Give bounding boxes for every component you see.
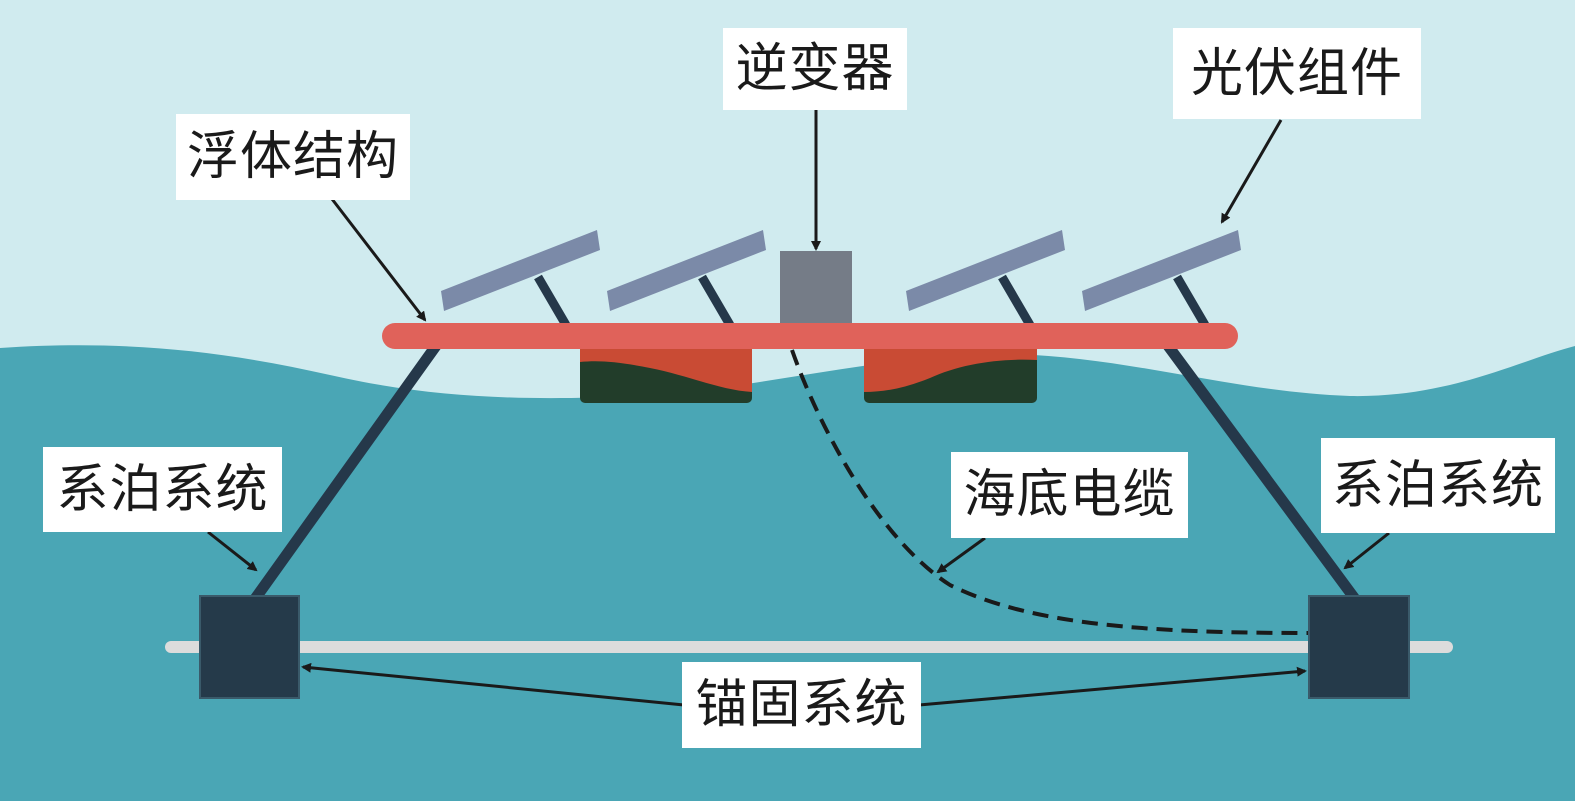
arrow-anchoring-left bbox=[301, 662, 685, 707]
label-mooring-left: 系泊系统 bbox=[43, 447, 282, 532]
arrow-mooring-right bbox=[1343, 531, 1390, 570]
arrow-float-structure bbox=[330, 198, 427, 322]
panel-support-3 bbox=[998, 274, 1034, 328]
pv-panel-4 bbox=[1082, 230, 1241, 311]
label-pv-module: 光伏组件 bbox=[1173, 28, 1421, 119]
inverter-box bbox=[780, 251, 852, 327]
label-inverter: 逆变器 bbox=[723, 28, 907, 110]
pontoon-right bbox=[864, 340, 1037, 403]
arrow-pv-module bbox=[1220, 119, 1283, 224]
subsea-cable bbox=[790, 349, 1309, 635]
label-float-structure: 浮体结构 bbox=[176, 114, 410, 200]
label-mooring-right: 系泊系统 bbox=[1321, 438, 1555, 533]
pv-panel-1 bbox=[441, 230, 600, 311]
pontoon-left bbox=[580, 340, 752, 403]
panel-support-1 bbox=[534, 274, 570, 328]
panel-support-2 bbox=[698, 274, 734, 328]
pv-panel-3 bbox=[906, 230, 1065, 311]
pv-panel-2 bbox=[607, 230, 766, 311]
float-beam bbox=[382, 323, 1238, 349]
seabed-line bbox=[165, 641, 1453, 653]
arrow-subsea-cable bbox=[936, 536, 986, 574]
label-subsea-cable: 海底电缆 bbox=[951, 452, 1188, 538]
arrow-anchoring-right bbox=[918, 666, 1307, 707]
arrow-mooring-left bbox=[207, 530, 258, 572]
anchor-block-right bbox=[1308, 595, 1410, 699]
label-anchoring: 锚固系统 bbox=[682, 662, 921, 748]
mooring-line-right bbox=[1160, 337, 1364, 609]
anchor-block-left bbox=[199, 595, 300, 699]
mooring-line-left bbox=[246, 337, 444, 609]
panel-support-4 bbox=[1173, 274, 1209, 328]
